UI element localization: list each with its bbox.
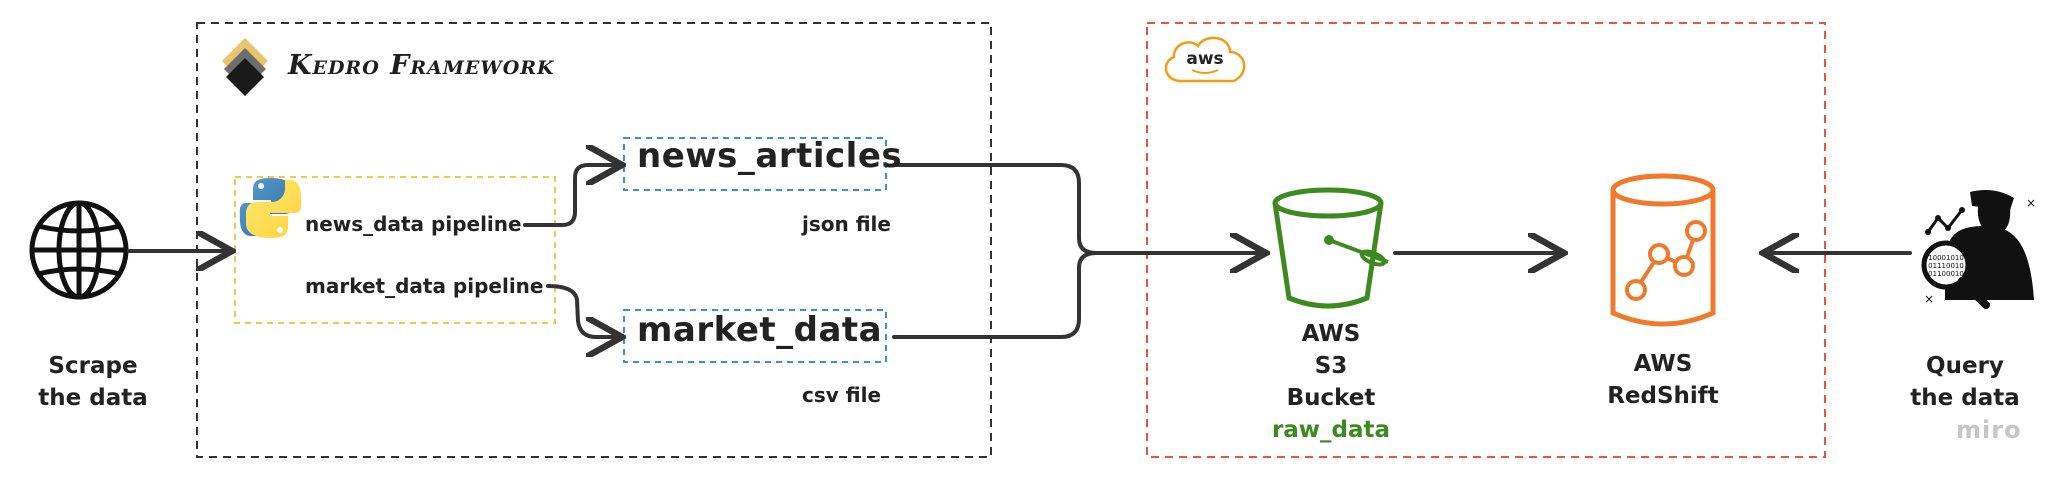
globe-icon bbox=[29, 200, 129, 300]
s3-label-line1: AWS bbox=[1301, 321, 1361, 347]
arrow-marketdata-to-s3 bbox=[892, 251, 1098, 339]
kedro-logo-icon bbox=[222, 38, 268, 96]
svg-text:×: × bbox=[1924, 292, 1934, 306]
query-label-line2: the data bbox=[1910, 385, 2020, 411]
aws-frame bbox=[1146, 22, 1826, 458]
news-pipeline-label: news_data pipeline bbox=[305, 212, 522, 236]
aws-cloud-icon: aws bbox=[1164, 36, 1246, 83]
news-articles-label: news_articles bbox=[637, 136, 903, 176]
s3-bucket-name: raw_data bbox=[1271, 417, 1391, 443]
news-articles-type: json file bbox=[802, 212, 891, 236]
svg-text:01100010: 01100010 bbox=[1928, 270, 1964, 278]
analyst-icon: 10001010 01110010 01100010 × × bbox=[1921, 190, 2036, 309]
svg-text:×: × bbox=[2026, 196, 2036, 210]
svg-text:01110010: 01110010 bbox=[1928, 262, 1964, 270]
query-label: Query the data bbox=[1910, 350, 2019, 414]
kedro-frame-title: Kedro Framework bbox=[288, 50, 555, 81]
arrow-news-pipeline-to-articles bbox=[523, 165, 618, 227]
python-logo-icon bbox=[239, 178, 302, 238]
redshift-label-line2: RedShift bbox=[1607, 383, 1719, 409]
scrape-label-line2: the data bbox=[38, 385, 148, 411]
kedro-frame bbox=[196, 22, 992, 458]
s3-bucket-icon bbox=[1272, 187, 1389, 309]
miro-watermark: miro bbox=[1956, 416, 2022, 444]
aws-logo-text: aws bbox=[1186, 49, 1223, 69]
scrape-label: Scrape the data bbox=[38, 350, 147, 414]
redshift-label: AWS RedShift bbox=[1607, 348, 1719, 412]
redshift-icon bbox=[1610, 173, 1716, 327]
market-pipeline-label: market_data pipeline bbox=[305, 274, 544, 298]
market-data-label: market_data bbox=[637, 310, 883, 350]
market-data-type: csv file bbox=[802, 383, 882, 407]
arrow-articles-to-s3 bbox=[892, 163, 1262, 253]
arrow-market-pipeline-to-data bbox=[546, 284, 618, 337]
s3-label-line2: S3 bbox=[1314, 353, 1348, 379]
scrape-label-line1: Scrape bbox=[48, 353, 138, 379]
query-label-line1: Query bbox=[1926, 353, 2004, 379]
s3-label-line3: Bucket bbox=[1286, 385, 1376, 411]
connectors bbox=[127, 163, 1912, 339]
redshift-label-line1: AWS bbox=[1633, 351, 1693, 377]
news-articles-box bbox=[623, 137, 887, 191]
market-data-box bbox=[623, 309, 887, 363]
svg-text:10001010: 10001010 bbox=[1928, 254, 1964, 262]
s3-label: AWS S3 Bucket raw_data bbox=[1272, 318, 1390, 446]
